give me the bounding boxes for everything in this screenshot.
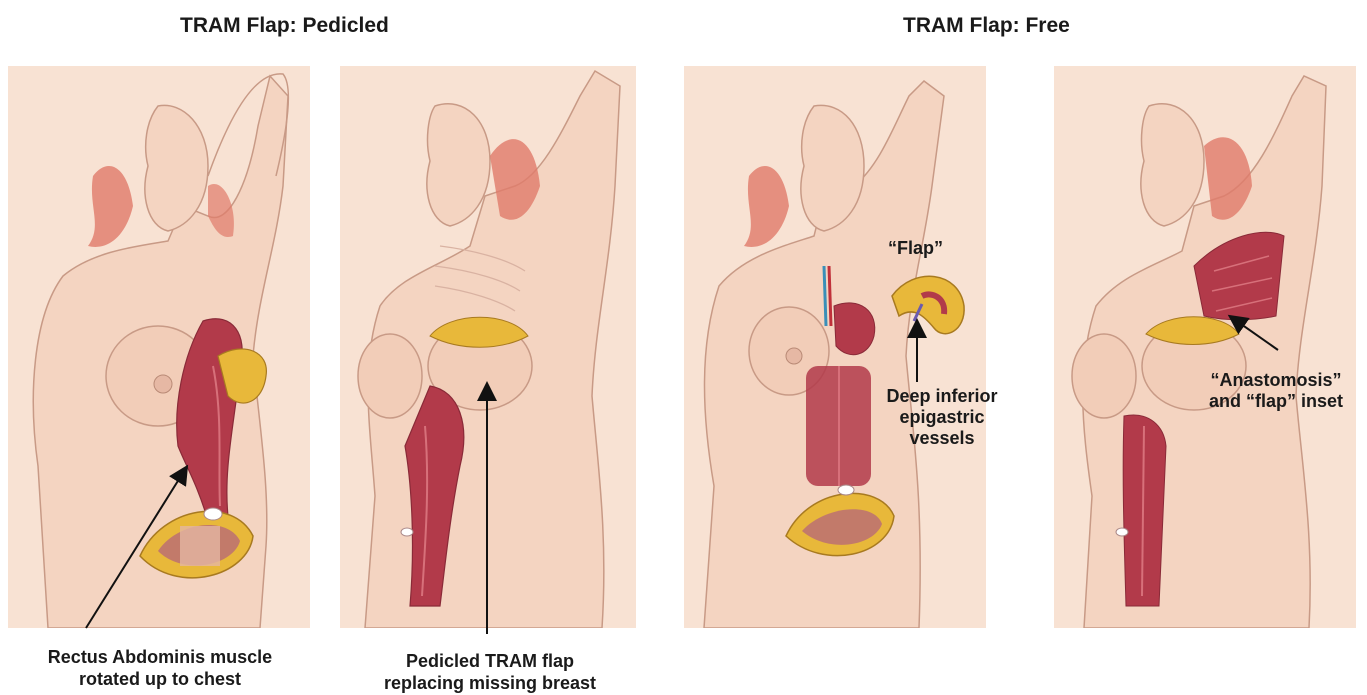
caption-pedicled-line1: Pedicled TRAM flap — [345, 650, 635, 672]
caption-pedicled-line2: replacing missing breast — [345, 672, 635, 694]
label-vessels-line1: Deep inferior — [876, 386, 1008, 407]
caption-rectus-line1: Rectus Abdominis muscle — [20, 646, 300, 668]
label-vessels: Deep inferior epigastric vessels — [876, 386, 1008, 449]
label-vessels-line3: vessels — [876, 428, 1008, 449]
label-vessels-line2: epigastric — [876, 407, 1008, 428]
label-anastomosis: “Anastomosis” and “flap” inset — [1196, 370, 1356, 412]
illustration-pedicled-rotation — [8, 66, 310, 628]
caption-pedicled: Pedicled TRAM flap replacing missing bre… — [345, 650, 635, 694]
title-pedicled: TRAM Flap: Pedicled — [180, 14, 389, 38]
label-anastomosis-line2: and “flap” inset — [1196, 391, 1356, 412]
label-anastomosis-line1: “Anastomosis” — [1196, 370, 1356, 391]
illustration-free-harvest — [684, 66, 986, 628]
title-free: TRAM Flap: Free — [903, 14, 1070, 38]
caption-rectus: Rectus Abdominis muscle rotated up to ch… — [20, 646, 300, 690]
illustration-free-anastomosis — [1054, 66, 1356, 628]
caption-rectus-line2: rotated up to chest — [20, 668, 300, 690]
label-flap: “Flap” — [888, 238, 943, 259]
illustration-pedicled-result — [340, 66, 636, 628]
